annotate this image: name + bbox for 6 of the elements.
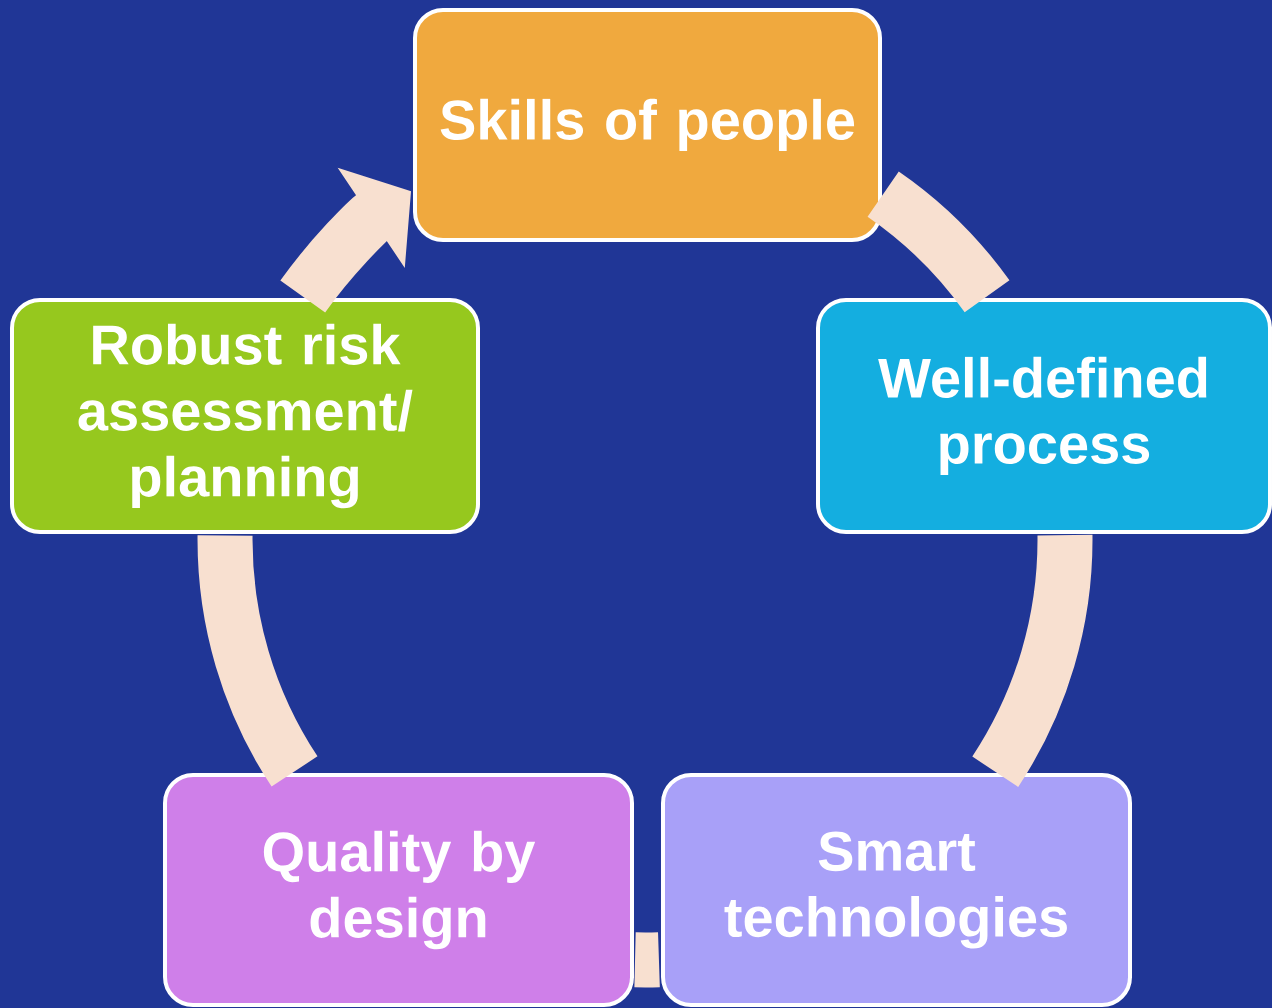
- step-box: Robust risk assessment/ planning: [10, 298, 480, 534]
- cycle-arrow: [280, 167, 411, 313]
- step-box: Quality by design: [163, 773, 634, 1007]
- step-box: Smart technologies: [661, 773, 1132, 1007]
- step-box: Skills of people: [413, 8, 882, 242]
- step-box: Well-defined process: [816, 298, 1272, 534]
